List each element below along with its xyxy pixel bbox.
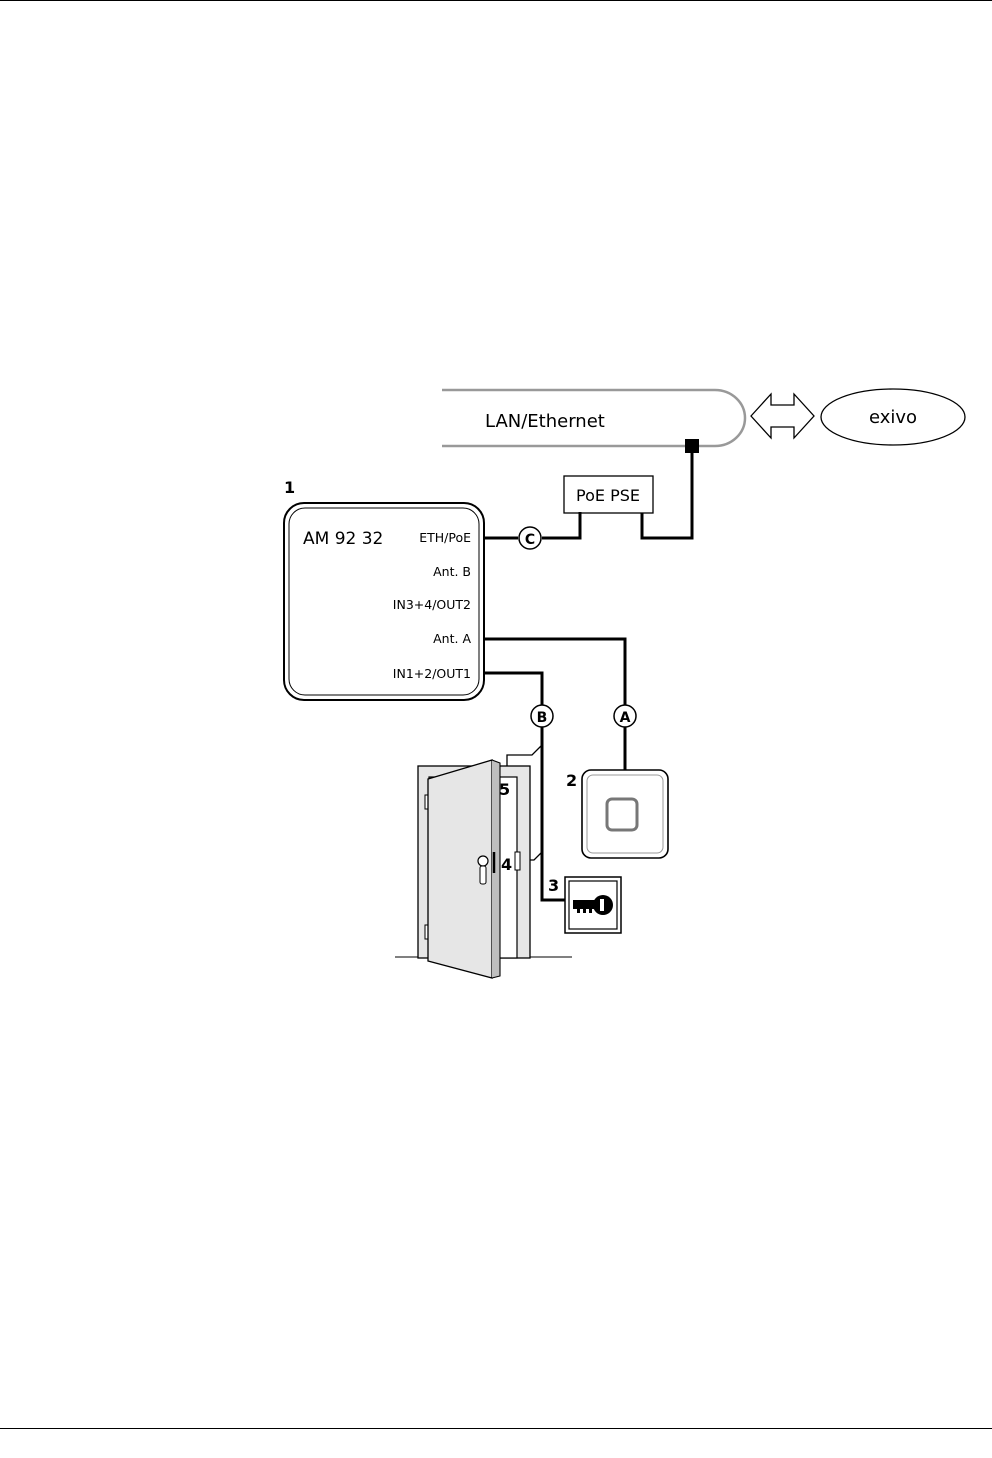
network-tap-icon [685,439,699,453]
module-name: AM 92 32 [303,529,383,549]
poe-label: PoE PSE [576,486,640,505]
door-contact-number: 4 [501,855,512,874]
access-manager-module: 1 AM 92 32 ETH/PoE Ant. B IN3+4/OUT2 Ant… [284,478,484,700]
port-eth-poe: ETH/PoE [419,530,471,545]
module-number: 1 [284,478,295,497]
port-ant-a: Ant. A [433,631,471,646]
cable-a-marker: A [614,705,636,727]
cable-b-marker: B [531,705,553,727]
svg-text:C: C [525,532,535,548]
poe-pse-box: PoE PSE [564,476,653,513]
port-in3-4-out2: IN3+4/OUT2 [393,597,471,612]
lan-label: LAN/Ethernet [485,411,605,432]
key-switch-number: 3 [548,876,559,895]
port-ant-b: Ant. B [433,564,471,579]
reader-number: 2 [566,771,577,790]
key-switch: 3 [548,876,621,933]
door-illustration [395,760,572,978]
bidirectional-arrow-icon [751,394,814,438]
door-sensor-number: 5 [499,780,510,799]
cable-c-marker: C [519,527,541,549]
lan-ethernet-pipe: LAN/Ethernet [442,390,745,446]
card-reader: 2 [566,770,668,858]
svg-text:A: A [620,710,631,726]
exivo-server: exivo [821,389,965,445]
exivo-label: exivo [869,407,917,428]
svg-text:B: B [537,710,548,726]
port-in1-2-out1: IN1+2/OUT1 [393,666,471,681]
